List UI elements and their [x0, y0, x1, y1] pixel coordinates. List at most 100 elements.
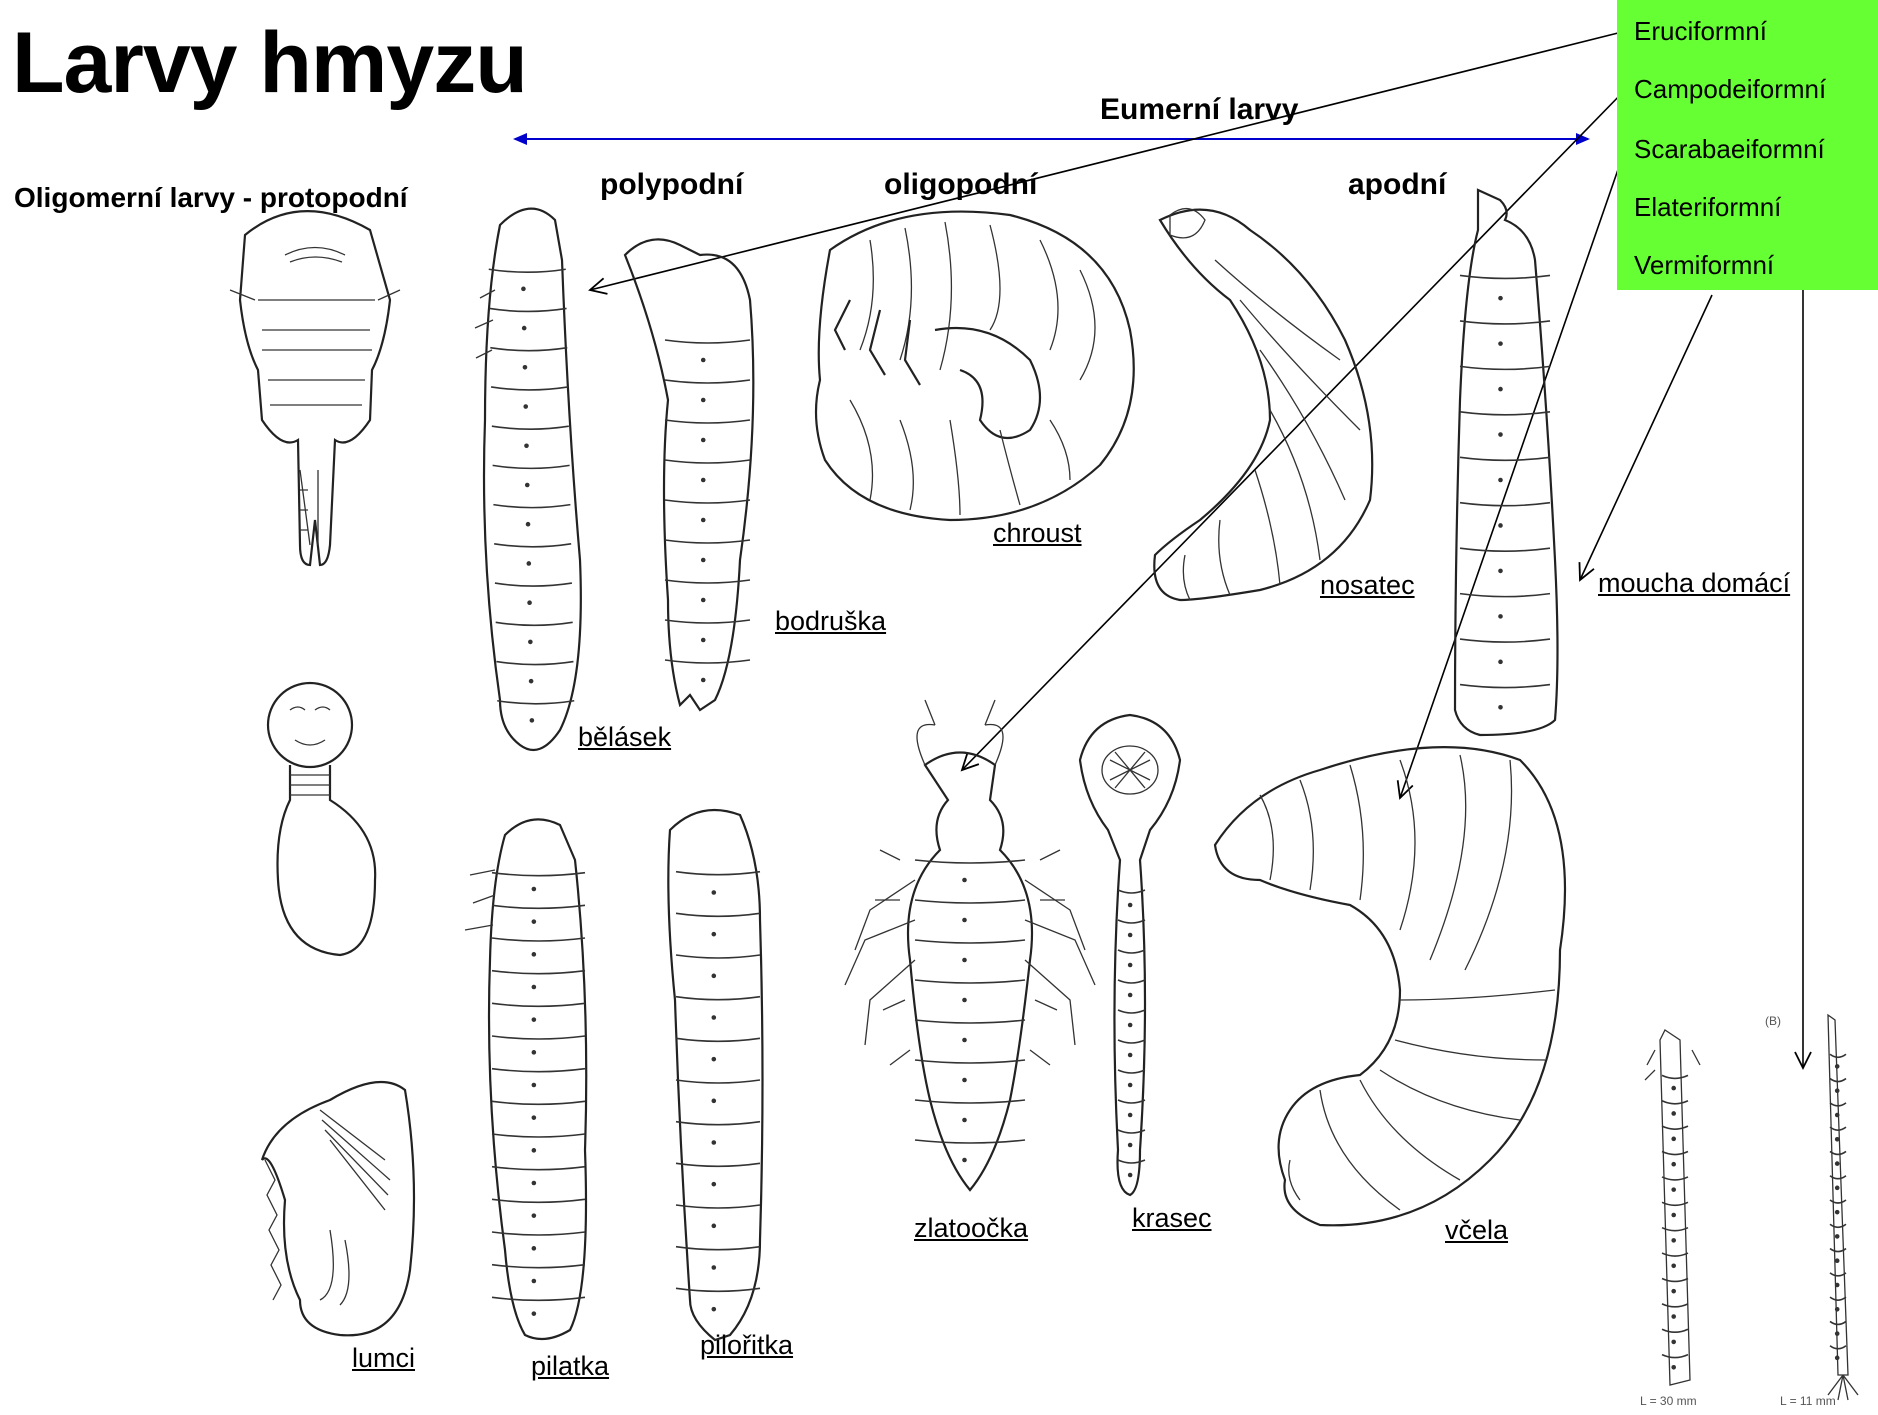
spiracle-dot	[962, 998, 967, 1003]
spiracle-dot	[962, 1118, 967, 1123]
spiracle-dot	[1671, 1289, 1676, 1294]
segment-line	[676, 1247, 760, 1250]
vcela-larva-drawing	[1215, 747, 1565, 1225]
segment-line	[492, 873, 585, 876]
segment-line	[1662, 1329, 1688, 1332]
label-krasec: krasec	[1132, 1203, 1212, 1234]
segment-line	[676, 1205, 760, 1208]
segment-line	[1830, 1224, 1846, 1227]
segment-line	[492, 1167, 585, 1170]
segment-line	[676, 872, 760, 875]
legend-item-elateriformni: Elateriformní	[1634, 192, 1781, 223]
label-belasek: bělásek	[578, 722, 671, 753]
segment-line	[665, 340, 750, 343]
spiracle-dot	[712, 1140, 717, 1145]
segment-line	[1460, 321, 1550, 324]
spiracle-dot	[1671, 1314, 1676, 1319]
segment-line	[495, 583, 572, 586]
segment-line	[665, 460, 750, 463]
spiracle-dot	[1498, 432, 1503, 437]
segment-line	[1118, 1100, 1145, 1103]
segment-line	[1118, 1040, 1145, 1043]
segment-line	[1662, 1126, 1688, 1129]
spiracle-dot	[1835, 1210, 1840, 1215]
segment-line	[492, 1134, 585, 1137]
segment-line	[1460, 457, 1550, 460]
label-lumci: lumci	[352, 1343, 415, 1374]
spiracle-dot	[532, 1311, 537, 1316]
segment-line	[1662, 1202, 1688, 1205]
elateriform-larva-right-drawing: (B) L = 11 mm	[1765, 1014, 1858, 1408]
spiracle-dot	[962, 878, 967, 883]
spiracle-dot	[701, 518, 706, 523]
scale-left: L = 30 mm	[1640, 1394, 1697, 1408]
segment-line	[915, 1020, 1025, 1023]
segment-line	[492, 1199, 585, 1202]
spiracle-dot	[521, 287, 526, 292]
segment-line	[1118, 1160, 1145, 1163]
segment-line	[1830, 1079, 1846, 1082]
spiracle-dot	[712, 1224, 717, 1229]
segment-line	[665, 660, 750, 663]
spiracle-dot	[527, 600, 532, 605]
spiracle-dot	[1835, 1113, 1840, 1118]
label-pilatka: pilatka	[531, 1351, 609, 1382]
krasec-larva-drawing	[1080, 715, 1180, 1195]
segment-line	[496, 622, 573, 625]
zlatoocka-larva-drawing	[845, 700, 1095, 1190]
spiracle-dot	[712, 1307, 717, 1312]
spiracle-dot	[1671, 1340, 1676, 1345]
spiracle-dot	[522, 326, 527, 331]
segment-line	[489, 269, 566, 272]
spiracle-dot	[1835, 1186, 1840, 1191]
spiracle-dot	[1835, 1161, 1840, 1166]
segment-line	[676, 997, 760, 1000]
segment-line	[1118, 980, 1145, 983]
segment-line	[1830, 1200, 1846, 1203]
spiracle-dot	[1835, 1064, 1840, 1069]
bodruska-larva-drawing	[625, 239, 753, 710]
segment-line	[1118, 920, 1145, 923]
scale-right: L = 11 mm	[1780, 1394, 1836, 1408]
spiracle-dot	[712, 932, 717, 937]
pilatka-larva-drawing	[465, 819, 586, 1339]
segment-line	[1830, 1127, 1846, 1130]
spiracle-dot	[1835, 1258, 1840, 1263]
spiracle-dot	[1498, 523, 1503, 528]
spiracle-dot	[1671, 1137, 1676, 1142]
spiracle-dot	[532, 952, 537, 957]
spiracle-dot	[1128, 1143, 1133, 1148]
spiracle-dot	[532, 919, 537, 924]
segment-line	[1460, 639, 1550, 642]
nosatec-larva-drawing	[1154, 209, 1372, 600]
oligomeric-larva-bulb-drawing	[268, 683, 375, 955]
spiracle-dot	[532, 1115, 537, 1120]
spiracle-dot	[712, 1182, 717, 1187]
oligomeric-larva-head-drawing	[230, 211, 400, 565]
segment-line	[491, 387, 568, 390]
spiracle-dot	[1498, 705, 1503, 710]
legend-item-campodeiformni: Campodeiformní	[1634, 74, 1826, 105]
legend-item-vermiformni: Vermiformní	[1634, 250, 1774, 281]
segment-line	[492, 1036, 585, 1039]
spiracle-dot	[962, 958, 967, 963]
spiracle-dot	[1498, 341, 1503, 346]
spiracle-dot	[1498, 660, 1503, 665]
spiracle-dot	[1835, 1331, 1840, 1336]
lumci-larva-drawing	[262, 1082, 414, 1335]
heading-eumerni: Eumerní larvy	[1100, 93, 1298, 127]
segment-line	[1118, 1070, 1145, 1073]
spiracle-dot	[701, 678, 706, 683]
spiracle-dot	[1498, 296, 1503, 301]
heading-apodni: apodní	[1348, 168, 1446, 202]
heading-oligopodni: oligopodní	[884, 168, 1037, 202]
spiracle-dot	[1671, 1187, 1676, 1192]
spiracle-dot	[1671, 1263, 1676, 1268]
segment-line	[1830, 1321, 1846, 1324]
segment-line	[492, 1297, 585, 1300]
spiracle-dot	[701, 558, 706, 563]
label-pilioritka: pilořitka	[700, 1330, 793, 1361]
segment-line	[492, 1003, 585, 1006]
spiracle-dot	[527, 561, 532, 566]
slide-title: Larvy hmyzu	[12, 20, 527, 106]
